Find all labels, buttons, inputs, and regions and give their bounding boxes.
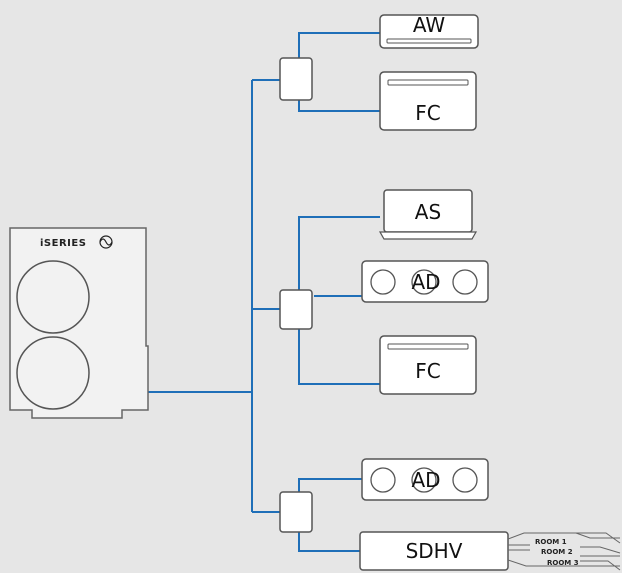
fan-upper-icon	[16, 260, 90, 334]
unit-as-label: AS	[415, 200, 441, 224]
unit-sdhv-label: SDHV	[406, 539, 463, 563]
pipe-to-as	[298, 216, 380, 290]
pipe-to-aw	[298, 32, 380, 58]
room-1-label: ROOM 1	[535, 538, 567, 546]
sine-wave-circle-icon	[99, 235, 113, 249]
unit-fc-top: FC	[379, 71, 477, 131]
unit-ad-bottom-label: AD	[411, 468, 440, 492]
aw-vent-icon	[386, 38, 472, 44]
room-ducts	[507, 532, 621, 571]
pipe-to-fc-mid	[298, 329, 380, 385]
ad-bottom-fan-right-icon	[452, 467, 478, 493]
ad-bottom-fan-left-icon	[370, 467, 396, 493]
pipe-to-ad-bottom	[298, 478, 362, 492]
fc-top-vent-icon	[387, 79, 469, 86]
duct-room-2	[508, 546, 621, 557]
unit-fc-mid: FC	[379, 335, 477, 395]
unit-aw-label: AW	[413, 13, 446, 37]
branch-box-mid	[279, 289, 313, 330]
room-2-label: ROOM 2	[541, 548, 573, 556]
room-3-label: ROOM 3	[547, 559, 579, 567]
refrigerant-pipes	[148, 32, 380, 552]
branch-box-top	[279, 57, 313, 101]
unit-ad-bottom: AD	[361, 458, 489, 501]
duct-room-3	[507, 559, 621, 571]
unit-fc-mid-label: FC	[415, 359, 440, 383]
as-base-icon	[378, 231, 478, 240]
ad-mid-fan-center-icon	[411, 269, 437, 295]
unit-ad-mid-label: AD	[411, 270, 440, 294]
fc-mid-vent-icon	[387, 343, 469, 350]
ad-bottom-fan-center-icon	[411, 467, 437, 493]
unit-as: AS	[378, 189, 478, 240]
ad-mid-fan-right-icon	[452, 269, 478, 295]
main-pipe	[148, 80, 253, 512]
unit-ad-mid: AD	[361, 260, 489, 303]
fan-lower-icon	[16, 336, 90, 410]
pipe-to-sdhv	[298, 532, 360, 552]
branch-box-bottom	[279, 491, 313, 533]
ad-mid-fan-left-icon	[370, 269, 396, 295]
duct-room-1	[507, 532, 621, 546]
branch-boxes	[279, 57, 313, 533]
outdoor-unit: iSERIES	[9, 227, 149, 419]
unit-sdhv: SDHV	[359, 531, 509, 571]
unit-fc-top-label: FC	[415, 101, 440, 125]
unit-aw: AW	[379, 13, 479, 49]
pipe-to-fc-top	[298, 100, 380, 112]
outdoor-unit-brand: iSERIES	[40, 238, 86, 249]
